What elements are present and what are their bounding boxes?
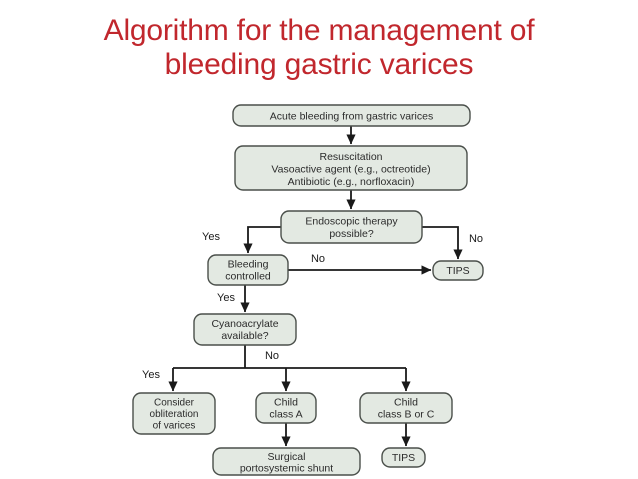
edge-endoscopic-yes-to-bleeding <box>243 226 281 254</box>
node-child-class-a-line-2: class A <box>269 408 302 420</box>
node-child-class-bc[interactable]: Child class B or C <box>359 392 453 424</box>
node-tips-lower-label: TIPS <box>392 452 415 464</box>
node-consider-obliteration-line-2: obliteration <box>150 409 199 420</box>
node-consider-obliteration[interactable]: Consider obliteration of varices <box>132 392 216 435</box>
node-bleeding-controlled[interactable]: Bleeding controlled <box>207 254 289 286</box>
node-acute-bleeding[interactable]: Acute bleeding from gastric varices <box>232 104 471 127</box>
node-child-class-a[interactable]: Child class A <box>255 392 317 424</box>
node-tips-upper[interactable]: TIPS <box>432 260 484 281</box>
edge-label-yes-endoscopic: Yes <box>202 231 220 243</box>
node-cyanoacrylate-line-2: available? <box>221 330 268 342</box>
node-cyanoacrylate[interactable]: Cyanoacrylate available? <box>193 313 297 346</box>
node-bleeding-controlled-line-1: Bleeding <box>228 258 269 270</box>
flowchart-container: Acute bleeding from gastric varices Resu… <box>0 96 638 479</box>
node-resuscitation[interactable]: Resuscitation Vasoactive agent (e.g., oc… <box>234 145 468 191</box>
node-consider-obliteration-line-3: of varices <box>153 421 196 432</box>
node-child-class-bc-line-1: Child <box>394 396 418 408</box>
node-endoscopic-therapy[interactable]: Endoscopic therapy possible? <box>280 210 423 244</box>
node-tips-lower[interactable]: TIPS <box>381 447 426 468</box>
node-tips-upper-label: TIPS <box>446 265 469 277</box>
flowchart-edge-labels: Yes No No Yes No Yes <box>142 231 483 381</box>
node-child-class-a-line-1: Child <box>274 396 298 408</box>
node-acute-bleeding-label: Acute bleeding from gastric varices <box>270 110 433 122</box>
node-resuscitation-line-3: Antibiotic (e.g., norfloxacin) <box>288 176 415 188</box>
node-surgical-shunt-line-1: Surgical <box>268 451 306 463</box>
flowchart-svg: Acute bleeding from gastric varices Resu… <box>132 104 484 476</box>
edge-label-no-endoscopic: No <box>469 233 483 245</box>
edge-label-yes-cyanoacrylate: Yes <box>142 369 160 381</box>
edge-label-no-cyanoacrylate: No <box>265 350 279 362</box>
node-cyanoacrylate-line-1: Cyanoacrylate <box>211 318 278 330</box>
node-surgical-shunt[interactable]: Surgical portosystemic shunt <box>212 447 361 476</box>
node-resuscitation-line-2: Vasoactive agent (e.g., octreotide) <box>271 163 430 175</box>
edge-label-no-bleeding: No <box>311 253 325 265</box>
node-surgical-shunt-line-2: portosystemic shunt <box>240 462 333 474</box>
flowchart-edges <box>168 126 463 447</box>
edge-endoscopic-no-to-tips <box>422 226 463 260</box>
flowchart-nodes: Acute bleeding from gastric varices Resu… <box>132 104 484 476</box>
page-title: Algorithm for the management of bleeding… <box>103 14 535 81</box>
node-resuscitation-line-1: Resuscitation <box>319 151 382 163</box>
node-child-class-bc-line-2: class B or C <box>378 408 435 420</box>
node-endoscopic-therapy-line-1: Endoscopic therapy <box>305 215 398 227</box>
node-consider-obliteration-line-1: Consider <box>154 398 195 409</box>
node-bleeding-controlled-line-2: controlled <box>225 270 271 282</box>
node-endoscopic-therapy-line-2: possible? <box>329 228 374 240</box>
edge-label-yes-bleeding: Yes <box>217 292 235 304</box>
